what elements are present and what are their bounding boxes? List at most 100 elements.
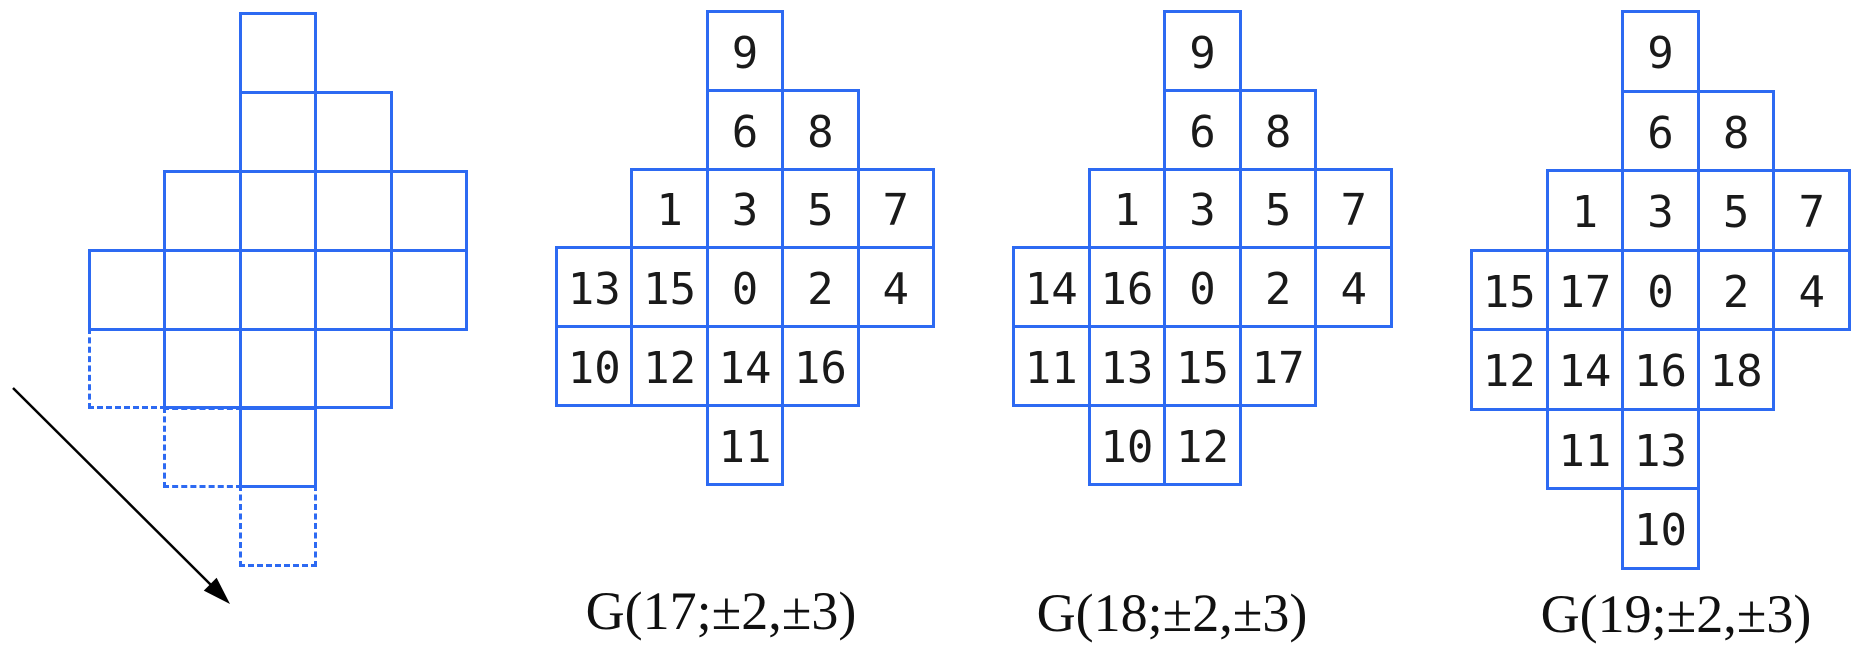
grid-cell-dashed [238, 485, 318, 568]
grid-cell: 14 [705, 325, 785, 407]
grid-cell: 15 [1470, 248, 1549, 331]
grid-cell: 17 [1238, 325, 1318, 407]
cell-number: 1 [1571, 187, 1599, 239]
grid-cell [163, 248, 242, 331]
grid-cell: 9 [705, 10, 785, 92]
cell-number: 7 [882, 185, 910, 237]
cell-number: 5 [807, 185, 834, 237]
growth-arrow-line [12, 387, 213, 587]
growth-arrow-head [203, 577, 230, 604]
cell-number: 12 [643, 343, 697, 395]
grid-cell: 1 [1087, 167, 1167, 250]
grid-cell: 0 [1163, 246, 1242, 329]
grid-cell: 14 [1545, 328, 1625, 411]
cell-number: 13 [1100, 343, 1154, 395]
cell-number: 16 [1100, 264, 1154, 316]
grid-cell [238, 12, 318, 94]
cell-number: 15 [643, 264, 697, 316]
grid-cell: 4 [1772, 248, 1851, 331]
cell-number: 2 [1264, 264, 1292, 316]
cell-number: 11 [718, 421, 772, 473]
cell-number: 11 [1024, 343, 1078, 395]
grid-cell: 1 [1545, 169, 1625, 252]
grid-cell [314, 169, 393, 252]
grid-cell: 18 [1696, 328, 1776, 411]
cell-number: 0 [1189, 264, 1216, 316]
cell-number: 10 [567, 343, 621, 395]
grid-cell [163, 169, 242, 252]
grid-cell: 11 [1012, 325, 1091, 407]
cell-number: 3 [1189, 185, 1216, 237]
cell-number: 10 [1633, 505, 1687, 557]
cell-number: 7 [1798, 187, 1825, 239]
grid-cell: 0 [1621, 248, 1700, 331]
cell-number: 17 [1558, 266, 1612, 318]
grid-cell: 12 [1163, 404, 1242, 486]
cell-number: 4 [882, 264, 910, 316]
grid-cell: 12 [1470, 328, 1549, 411]
grid-cell: 2 [1696, 248, 1776, 331]
grid-cell [238, 248, 318, 331]
grid-cell [163, 327, 242, 410]
grid-cell: 9 [1163, 10, 1242, 92]
grid-cell [238, 169, 318, 252]
cell-number: 4 [1340, 264, 1367, 316]
grid-cell: 10 [555, 325, 634, 407]
cell-number: 4 [1798, 266, 1825, 318]
grid-cell: 10 [1621, 487, 1700, 570]
grid-cell: 0 [705, 246, 785, 329]
grid-cell: 3 [705, 167, 785, 250]
cell-number: 1 [1113, 185, 1141, 237]
grid-cell: 1 [630, 167, 709, 250]
grid-cell: 7 [1772, 169, 1851, 252]
grid-cell: 8 [1238, 88, 1318, 171]
cell-number: 12 [1482, 346, 1536, 398]
grid-cell: 16 [1087, 246, 1167, 329]
cell-number: 14 [1024, 264, 1078, 316]
cell-number: 6 [1647, 107, 1674, 159]
cell-number: 14 [1558, 346, 1612, 398]
grid-cell: 6 [1621, 89, 1700, 172]
grid-cell: 2 [781, 246, 860, 329]
grid-cell: 5 [781, 167, 860, 250]
grid-cell [389, 169, 468, 252]
cell-number: 2 [1722, 266, 1750, 318]
grid-cell: 5 [1696, 169, 1776, 252]
cell-number: 7 [1340, 185, 1367, 237]
cell-number: 9 [731, 27, 759, 79]
grid-cell [88, 248, 167, 331]
grid-cell [314, 327, 393, 410]
grid-cell [314, 248, 393, 331]
cell-number: 15 [1482, 266, 1536, 318]
grid-cell: 13 [1087, 325, 1167, 407]
grid-cell: 6 [1163, 88, 1242, 171]
grid-cell: 3 [1163, 167, 1242, 250]
grid-cell: 13 [555, 246, 634, 329]
cell-number: 8 [807, 106, 834, 158]
grid-cell: 6 [705, 88, 785, 171]
grid-cell: 11 [1545, 407, 1625, 490]
grid-cell: 14 [1012, 246, 1091, 329]
cell-number: 13 [1633, 425, 1687, 477]
grid-cell: 17 [1545, 248, 1625, 331]
grid-cell: 4 [1314, 246, 1393, 329]
cell-number: 2 [807, 264, 834, 316]
grid-cell-dashed [163, 406, 242, 489]
cell-number: 9 [1189, 27, 1216, 79]
cell-number: 9 [1647, 28, 1674, 80]
grid-cell: 9 [1621, 10, 1700, 93]
cell-number: 16 [793, 343, 847, 395]
cell-number: 3 [731, 185, 759, 237]
cell-number: 17 [1251, 343, 1305, 395]
grid-cell: 16 [1621, 328, 1700, 411]
diagram-label-g18: G(18;±2,±3) [1036, 583, 1308, 643]
cell-number: 10 [1100, 421, 1154, 473]
diagram-label-g19: G(19;±2,±3) [1540, 584, 1812, 644]
cell-number: 1 [656, 185, 683, 237]
cell-number: 15 [1175, 343, 1229, 395]
